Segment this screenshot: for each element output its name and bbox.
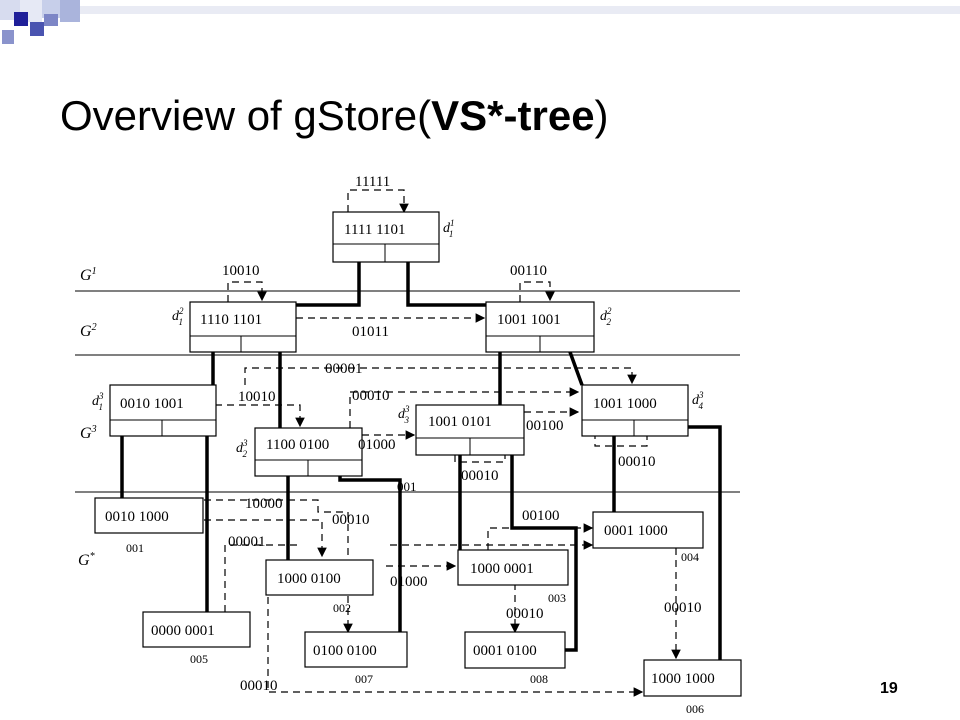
- edge-label-10000: 10000: [245, 496, 283, 512]
- edge-label-11111: 11111: [355, 174, 390, 190]
- edge-root-d22: [406, 262, 520, 307]
- edge-d32-d34: [349, 387, 580, 428]
- edge-label-01000-mid: 01000: [358, 437, 396, 453]
- svg-text:0010 1000: 0010 1000: [105, 509, 169, 525]
- node-id-008: 008: [530, 672, 548, 686]
- edge-label-00110: 00110: [510, 263, 547, 279]
- svg-text:0001 1000: 0001 1000: [604, 523, 668, 539]
- node-id-005: 005: [190, 652, 208, 666]
- svg-text:1111 1101: 1111 1101: [344, 222, 406, 238]
- edge-label-00010-d33: 00010: [461, 468, 499, 484]
- node-id-003: 003: [548, 591, 566, 605]
- edge-root-d21: [257, 262, 361, 307]
- edge-label-00010-d34: 00010: [618, 454, 656, 470]
- node-004: 0001 1000: [592, 511, 704, 549]
- node-root: 1111 1101: [332, 211, 440, 263]
- edge-label-00010-n002: 00010: [332, 512, 370, 528]
- edge-label-00010-n004: 00010: [664, 600, 702, 616]
- node-d34: 1001 1000: [581, 384, 689, 437]
- node-003: 1000 0001: [457, 549, 569, 586]
- edge-label-01000-low: 01000: [390, 574, 428, 590]
- node-008: 0001 0100: [464, 631, 566, 669]
- edge-label-00001-low: 00001: [228, 534, 266, 550]
- node-id-006: 006: [686, 702, 704, 716]
- node-d22: 1001 1001: [485, 301, 595, 353]
- svg-text:1001 1001: 1001 1001: [497, 312, 561, 328]
- node-id-002: 002: [333, 601, 351, 615]
- level-label-g3: G3: [80, 424, 97, 442]
- node-d32: 1100 0100: [254, 427, 363, 477]
- edge-n001-n007: [204, 499, 353, 634]
- edge-d21-self: [227, 281, 267, 302]
- edge-label-00100-low: 00100: [522, 508, 560, 524]
- node-id-004: 004: [681, 550, 699, 564]
- svg-text:1000 0001: 1000 0001: [470, 561, 534, 577]
- edge-d33-self: [454, 438, 510, 463]
- svg-text:0100 0100: 0100 0100: [313, 643, 377, 659]
- edge-root-self: [347, 189, 409, 214]
- edge-label-00100-mid: 00100: [526, 418, 564, 434]
- title-suffix: ): [594, 92, 609, 139]
- svg-text:1110 1101: 1110 1101: [200, 312, 262, 328]
- svg-text:1100 0100: 1100 0100: [266, 437, 329, 453]
- edge-label-10010-top: 10010: [222, 263, 260, 279]
- level-label-g1: G1: [80, 266, 97, 284]
- node-005: 0000 0001: [142, 611, 251, 648]
- title-bold: VS*-tree: [431, 92, 595, 139]
- edge-label-00010-mid: 00010: [352, 388, 390, 404]
- svg-text:1001 1000: 1001 1000: [593, 396, 657, 412]
- slide-title: Overview of gStore(VS*-tree): [60, 92, 609, 140]
- corner-decoration: [0, 0, 960, 44]
- edge-d32-n007: [338, 476, 402, 635]
- edge-d31-d34: [244, 367, 637, 385]
- level-label-gstar: G*: [78, 551, 95, 569]
- svg-text:0000 0001: 0000 0001: [151, 623, 215, 639]
- node-id-001: 001: [126, 541, 144, 555]
- edge-n001-n002: [204, 519, 327, 558]
- edge-n005-n002: [224, 544, 300, 612]
- edge-label-00010-bottom: 00010: [240, 678, 278, 694]
- svg-text:1000 0100: 1000 0100: [277, 571, 341, 587]
- node-007: 0100 0100: [304, 631, 408, 668]
- edge-d22-self: [519, 281, 555, 302]
- node-d21: 1110 1101: [189, 301, 297, 353]
- node-d31: 0010 1001: [109, 384, 217, 437]
- node-002: 1000 0100: [265, 559, 374, 596]
- svg-text:1001 0101: 1001 0101: [428, 414, 492, 430]
- edge-label-10010-mid: 10010: [238, 389, 276, 405]
- svg-text:1000 1000: 1000 1000: [651, 671, 715, 687]
- title-prefix: Overview of gStore(: [60, 92, 432, 139]
- node-id-007: 007: [355, 672, 373, 686]
- page-number: 19: [880, 680, 898, 697]
- edge-label-00010-n003: 00010: [506, 606, 544, 622]
- svg-text:0010 1001: 0010 1001: [120, 396, 184, 412]
- edge-d31-d32: [215, 404, 305, 428]
- node-d33: 1001 0101: [415, 404, 525, 456]
- edge-label-001-mid: 001: [397, 479, 417, 494]
- node-001: 0010 1000: [94, 497, 204, 534]
- level-label-g2: G2: [80, 322, 97, 340]
- svg-text:0001 0100: 0001 0100: [473, 643, 537, 659]
- node-006: 1000 1000: [643, 659, 742, 697]
- edge-label-00001-top: 00001: [325, 361, 363, 377]
- edge-d34-n006: [688, 425, 722, 665]
- edge-label-01011: 01011: [352, 324, 389, 340]
